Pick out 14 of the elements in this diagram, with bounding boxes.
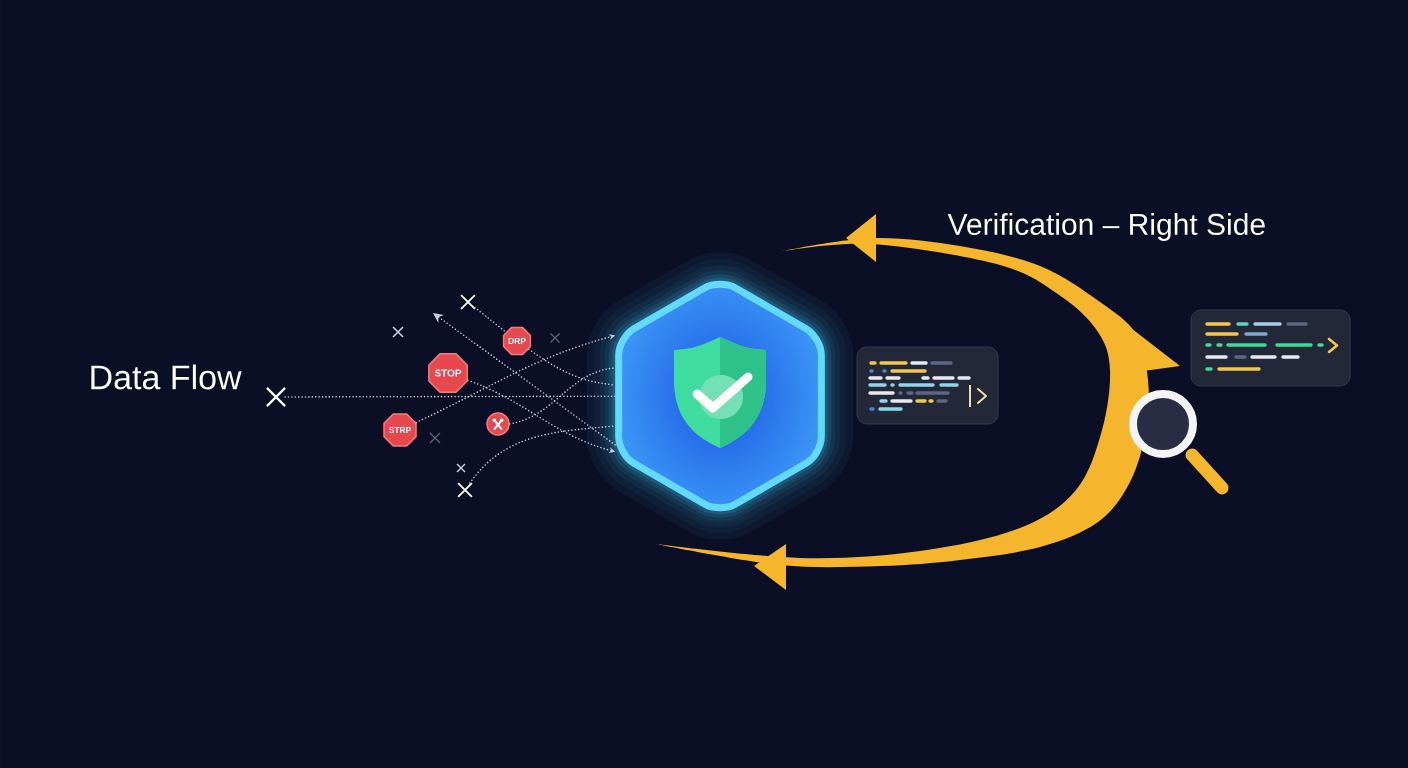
stop-sign: DRP: [502, 326, 532, 356]
dotted-line: [284, 395, 616, 398]
dotted-line: [469, 425, 616, 484]
dotted-arrow: [433, 313, 616, 446]
cross-mark: [460, 294, 476, 310]
stop-sign: STRP: [383, 413, 417, 447]
dotted-line: [474, 306, 507, 333]
dotted-line: [508, 367, 616, 425]
cross-mark: [457, 482, 473, 498]
cross-mark: [265, 386, 287, 408]
dotted-line: [528, 348, 616, 386]
circle-badge: [486, 412, 510, 436]
section-heading: Data Flow: [91, 364, 242, 390]
stop-sign: STOP: [428, 353, 468, 393]
